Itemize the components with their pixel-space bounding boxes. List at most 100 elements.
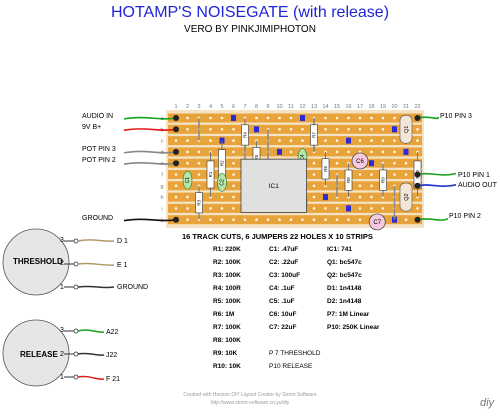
hole-d19: [381, 150, 385, 154]
bom-capacitor-3: C4: .1uF: [269, 285, 295, 292]
hole-a9: [266, 116, 270, 120]
wire-right-1: [417, 172, 457, 176]
r7-body: [310, 124, 318, 146]
hole-c18: [370, 139, 373, 142]
hole-j10: [278, 218, 281, 221]
label-pot-pin-2: POT PIN 2: [82, 157, 116, 164]
col-num-8: 8: [255, 104, 258, 110]
hole-h17: [358, 195, 362, 199]
hole-a4: [209, 116, 212, 120]
bom-resistor-9: R10: 10K: [213, 363, 241, 370]
col-num-6: 6: [232, 104, 235, 110]
r8-label: R8: [346, 177, 351, 183]
bom-resistor-7: R8: 100K: [213, 337, 241, 344]
q2-label: Q2: [404, 193, 410, 200]
hole-g1: [174, 184, 178, 188]
hole-g17: [358, 184, 362, 188]
hole-e2: [186, 161, 189, 165]
col-num-1: 1: [174, 104, 177, 110]
threshold-wire-2: [77, 262, 115, 266]
hole-i14: [324, 207, 327, 210]
release-pin-1-target: F 21: [106, 376, 121, 383]
hole-a19: [381, 116, 385, 120]
hole-j4: [209, 218, 212, 221]
col-num-16: 16: [345, 104, 351, 110]
release-pin-3-target: A22: [106, 329, 119, 336]
col-num-19: 19: [380, 104, 386, 110]
release-pot-lug-1: [73, 351, 79, 357]
bom-resistor-5: R6: 1M: [213, 311, 235, 318]
c4-label: C4: [300, 154, 306, 161]
pad-right-0: [414, 115, 421, 121]
pad-right-1: [414, 171, 421, 178]
hole-a20: [393, 116, 396, 120]
wire-right-0: [417, 116, 440, 120]
hole-a16: [347, 116, 350, 120]
hole-e20: [393, 161, 396, 165]
col-num-4: 4: [209, 104, 212, 110]
c7-label: C7: [373, 220, 381, 226]
release-wire-3: [77, 329, 105, 333]
q1-label: Q1: [404, 126, 410, 133]
bom-resistor-1: R2: 100K: [213, 259, 241, 266]
r3-body: [195, 192, 203, 214]
wire-right-2: [417, 184, 457, 188]
hole-a8: [255, 116, 258, 120]
col-num-18: 18: [368, 104, 374, 110]
strip-a: [168, 113, 422, 123]
hole-e3: [197, 161, 201, 165]
r1-body: [206, 160, 215, 189]
release-pot-label: RELEASE: [20, 350, 58, 359]
hole-b2: [186, 128, 189, 131]
hole-c22: [416, 139, 419, 142]
hole-i15: [335, 207, 339, 210]
hole-f21: [404, 173, 408, 176]
diy-logo-icon: diy: [480, 397, 495, 409]
bom-resistor-0: R1: 220K: [213, 246, 241, 253]
hole-a17: [358, 116, 362, 120]
c6-label: C6: [356, 159, 364, 165]
row-letter-i: i: [161, 206, 162, 212]
strip-j: [168, 215, 422, 225]
page-subtitle: VERO BY PINKJIMIPHOTON: [184, 24, 316, 35]
hole-f1: [174, 173, 178, 176]
track-cut-8: [323, 194, 328, 201]
hole-c10: [278, 139, 281, 142]
wire-left-1: [123, 128, 177, 132]
r2-label: R2: [220, 160, 225, 166]
r4-body: [241, 124, 249, 146]
label-pot-pin-3: POT PIN 3: [82, 146, 116, 153]
track-cut-16: [403, 148, 409, 155]
hole-h1: [174, 195, 178, 199]
hole-i19: [381, 207, 385, 210]
pad-left-4: [173, 216, 179, 223]
hole-e15: [335, 161, 339, 165]
hole-c11: [289, 139, 293, 142]
bom-semi-3: D1: 1n4148: [327, 285, 362, 292]
bom-resistor-3: R4: 100R: [213, 285, 241, 292]
threshold-pot-body: [2, 228, 70, 296]
r4-label: R4: [243, 132, 248, 138]
label-audio-in: AUDIO IN: [82, 113, 114, 120]
hole-h6: [232, 195, 235, 199]
ic1-label: IC1: [269, 183, 280, 190]
hole-f13: [312, 173, 316, 176]
hole-c6: [232, 139, 235, 142]
bom-capacitor-1: C2: .22uF: [269, 259, 299, 266]
bom-capacitor-0: C1: .47uF: [269, 246, 299, 253]
page-title: HOTAMP'S NOISEGATE (with release): [110, 4, 390, 21]
col-num-7: 7: [243, 104, 246, 110]
threshold-pot-lug-0: [73, 238, 79, 244]
wire-right-3: [417, 217, 449, 221]
threshold-pin-3-target: D 1: [117, 238, 128, 245]
hole-b15: [335, 128, 339, 131]
hole-h18: [370, 195, 373, 199]
threshold-pin-1-target: GROUND: [117, 284, 149, 291]
c1-label: C1: [185, 177, 191, 184]
hole-i17: [358, 207, 362, 210]
bom-capacitor-4: C5: .1uF: [269, 298, 295, 305]
track-cut-12: [346, 137, 351, 144]
